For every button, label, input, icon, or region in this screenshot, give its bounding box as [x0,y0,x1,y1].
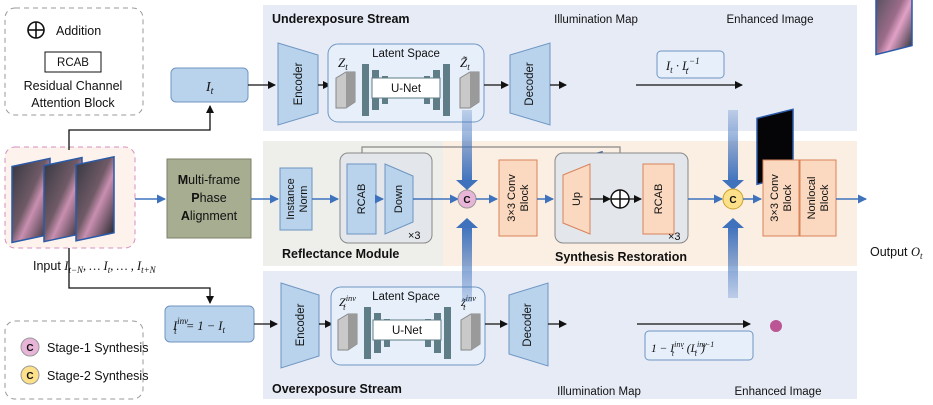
legend-rcab-text: RCAB [57,57,89,69]
unet-top-label: U-Net [391,83,422,95]
mpa-line2: Phase [191,191,226,205]
conv-block-1 [498,159,538,237]
input-frame-3 [75,155,115,242]
line-input-to-it [68,105,214,150]
conv-block-2-label-2: Block [782,184,794,211]
rcab-block-2 [642,163,675,235]
underexposure-title: Underexposure Stream [272,12,410,26]
legend-top-box [4,7,144,116]
encoder-bottom [280,282,320,369]
output-caption: Output Ot [870,245,923,261]
output-image [875,0,913,56]
input-caption: Input It−N, … It, … , It+N [33,259,157,275]
formula-bottom-box [644,330,754,361]
decoder-top [509,42,551,126]
nonlocal-block-label-2: Block [819,184,831,211]
z-top-right: Z̃t [460,55,470,72]
input-frames [4,146,136,249]
instance-norm-label-1: Instance [285,178,297,220]
down-block-label: Down [393,185,405,213]
stage1-label: Stage-1 Synthesis [47,341,148,355]
stage1-symbol: C [26,343,33,354]
illum-bottom-label: Illumination Map [557,386,641,398]
times3-b: ×3 [668,231,681,243]
illum-top-label: Illumination Map [554,14,638,26]
rcab-block-1 [346,163,377,235]
stage2-label: Stage-2 Synthesis [47,369,148,383]
conv-block-2-label-1: 3×3 Conv [769,174,781,222]
instance-norm [279,167,313,231]
encoder-bottom-label: Encoder [295,303,307,346]
stage1-node-label: C [463,195,470,206]
up-block-label: Up [571,192,583,206]
down-block [384,163,414,235]
big-arrow-bottom-to-c1 [462,226,472,302]
stage2-node-label: C [729,195,736,206]
conv-block-1-label-1: 3×3 Conv [506,174,518,222]
addition-label: Addition [56,24,101,38]
legend-rcab-desc-2: Attention Block [31,96,115,110]
encoder-top [277,42,319,126]
latent-space-bottom-label: Latent Space [372,291,440,303]
nonlocal-block [799,159,837,237]
legend-bottom: C Stage-1 Synthesis C Stage-2 Synthesis [4,320,148,400]
unet-bottom [372,319,442,341]
overexposure-title: Overexposure Stream [272,382,402,396]
times3-a: ×3 [408,230,421,242]
mpa-line3: Alignment [181,209,238,223]
unet-bottom-label: U-Net [392,325,423,337]
line-input-to-inv [68,248,214,304]
it-box-label: It [205,80,214,97]
encoder-top-label: Encoder [293,62,305,105]
conv-block-1-label-2: Block [519,184,531,211]
big-arrow-bottom-to-c2 [728,226,738,298]
decoder-top-label: Decoder [524,62,536,106]
instance-norm-label-2: Norm [298,186,310,213]
stage1-icon [20,337,40,357]
stage2-icon [20,365,40,385]
decoder-bottom-label: Decoder [522,303,534,347]
z-top-left: Zt [338,55,348,72]
unet-top [371,77,441,99]
mpa-block [166,158,252,239]
decoder-bottom [508,282,549,367]
mpa-line1: Multi-frame [178,173,241,187]
nonlocal-block-label-1: Nonlocal [806,177,818,220]
formula-top-box [656,50,725,79]
legend-top: Addition RCAB Residual Channel Attention… [4,7,144,116]
rcab-block-2-label: RCAB [653,184,665,215]
up-block [562,163,591,235]
legend-rcab-box [44,51,102,73]
synthesis-title: Synthesis Restoration [555,250,687,264]
conv-block-2 [762,159,800,237]
latent-space-top-label: Latent Space [372,48,440,60]
stage2-symbol: C [26,371,33,382]
rcab-block-1-label: RCAB [356,184,368,215]
reflectance-title: Reflectance Module [282,247,399,261]
enhanced-top-label: Enhanced Image [727,14,814,26]
legend-bottom-box [4,320,144,400]
big-arrow-top-to-c1 [462,110,472,182]
enhanced-bottom-label: Enhanced Image [735,386,822,398]
big-arrow-top-to-c2 [728,110,738,182]
legend-rcab-desc-1: Residual Channel [24,79,123,93]
